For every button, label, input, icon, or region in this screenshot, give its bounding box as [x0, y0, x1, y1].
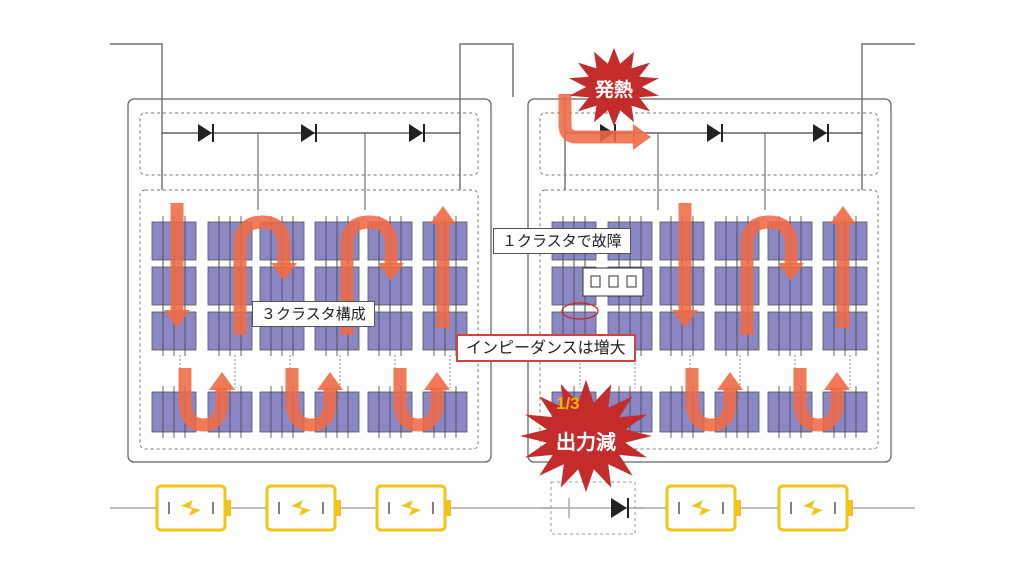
battery-icon [265, 484, 341, 532]
lightning-icon [291, 500, 311, 516]
inverted-u-arrow-head [378, 263, 404, 281]
bypass-arrow [558, 94, 635, 144]
fault-location-marker [561, 302, 599, 320]
u-arrow-head [824, 372, 850, 390]
u-arrow [178, 368, 229, 432]
bypass-diode-icon [198, 124, 214, 142]
lightning-icon [691, 500, 711, 516]
impedance-increase-label: インピーダンスは増大 [456, 334, 636, 362]
up-arrow-head [830, 206, 856, 224]
cell-grid [151, 216, 468, 438]
u-arrow-head [209, 372, 235, 390]
battery-icon [155, 484, 231, 532]
fault-zoom-callout [561, 267, 644, 320]
top-wiring [110, 43, 915, 190]
u-arrow-head [424, 372, 450, 390]
output-ratio-label: 1/3 [556, 394, 580, 413]
u-arrow [685, 368, 737, 432]
heat-burst [569, 47, 659, 127]
bypass-diode-icon [813, 124, 829, 142]
bypass-arrow-head [633, 124, 651, 150]
down-arrow-head [672, 310, 698, 328]
u-arrow [285, 368, 337, 432]
battery-icon [665, 484, 741, 532]
battery-icon [375, 484, 451, 532]
inverted-u-arrow [233, 215, 291, 335]
diode-icon [611, 498, 627, 518]
lightning-icon [181, 500, 201, 516]
lightning-icon [401, 500, 421, 516]
three-cluster-label: ３クラスタ構成 [252, 301, 375, 327]
inverted-u-arrow [740, 215, 798, 335]
u-arrow-head [317, 372, 343, 390]
lightning-icon [803, 500, 823, 516]
battery-row [155, 481, 853, 535]
inverted-u-arrow [340, 215, 398, 335]
up-arrow-head [430, 206, 456, 224]
down-arrow-head [164, 310, 190, 328]
bypass-diode-icon [707, 124, 723, 142]
inverted-u-arrow-head [271, 263, 297, 281]
output-decrease-label: 出力減 [556, 430, 616, 454]
solar-cell [714, 386, 760, 438]
heat-label: 発熱 [594, 79, 633, 101]
battery-icon [777, 484, 853, 532]
u-arrow [393, 368, 444, 432]
one-cluster-fault-label: １クラスタで故障 [493, 228, 631, 254]
u-arrow-head [717, 372, 743, 390]
bypass-diode-icon [301, 124, 317, 142]
solar-cell [314, 386, 360, 438]
output-decrease-burst [520, 379, 652, 493]
solar-cell [767, 306, 813, 356]
current-flow-arrows [164, 94, 856, 432]
inverted-u-arrow-head [778, 263, 804, 281]
u-arrow [793, 368, 844, 432]
bypass-diode-box [541, 481, 645, 535]
bypass-diode-icon [409, 124, 425, 142]
solar-cell [367, 306, 413, 356]
